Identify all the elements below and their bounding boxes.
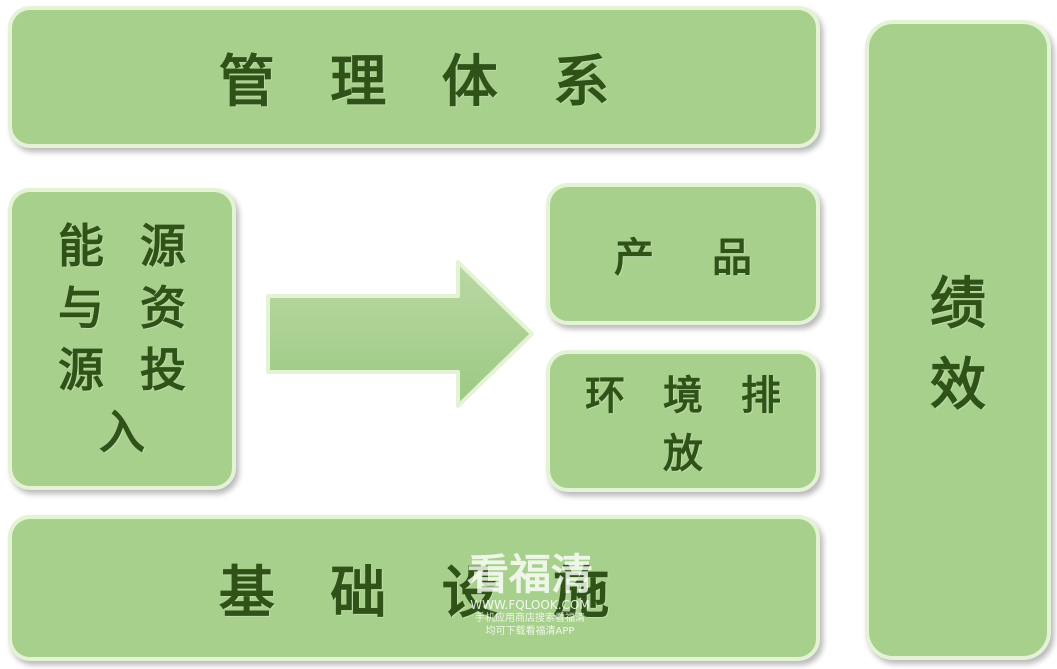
flow-arrow-icon bbox=[266, 260, 534, 408]
product-box: 产 品 bbox=[546, 183, 820, 325]
infrastructure-box: 基 础 设 施 bbox=[8, 515, 820, 661]
infrastructure-label: 基 础 设 施 bbox=[218, 560, 628, 626]
management-system-label: 管 理 体 系 bbox=[218, 49, 628, 115]
watermark-line-1: 手机应用商店搜索看福清 bbox=[475, 613, 585, 624]
management-system-box: 管 理 体 系 bbox=[8, 6, 820, 148]
performance-label: 绩 效 bbox=[930, 272, 1000, 418]
energy-input-label: 能 源 与 资 源 投 入 bbox=[57, 219, 196, 459]
product-label: 产 品 bbox=[614, 235, 774, 281]
watermark-title: 看福清 bbox=[466, 550, 593, 599]
performance-box: 绩 效 bbox=[865, 20, 1051, 660]
environment-emissions-box: 环 境 排 放 bbox=[546, 350, 820, 492]
watermark: 看福清 WWW.FQLOOK.COM 手机应用商店搜索看福清 均可下载看福清AP… bbox=[440, 552, 620, 638]
watermark-url: WWW.FQLOOK.COM bbox=[470, 598, 590, 612]
energy-input-box: 能 源 与 资 源 投 入 bbox=[8, 188, 236, 490]
environment-emissions-label: 环 境 排 放 bbox=[585, 373, 793, 477]
watermark-line-2: 均可下载看福清APP bbox=[485, 626, 575, 637]
